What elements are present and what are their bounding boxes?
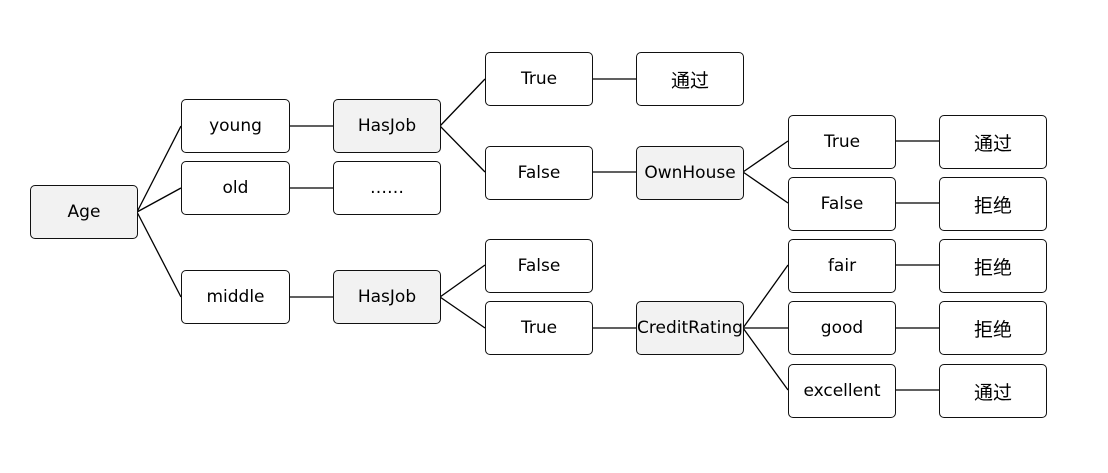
node-false-young-job: False	[485, 146, 593, 200]
edge-hasjob-middle-false	[439, 264, 486, 298]
edge-credit-excellent	[742, 327, 789, 391]
node-old: old	[181, 161, 290, 215]
node-false-house: False	[788, 177, 896, 231]
edge-credit-fair	[742, 264, 789, 329]
node-false-middle-job: False	[485, 239, 593, 293]
edge-hasjob-middle-true	[439, 296, 486, 329]
node-pass-3: 通过	[939, 364, 1047, 418]
node-reject-2: 拒绝	[939, 239, 1047, 293]
node-ownhouse: OwnHouse	[636, 146, 744, 200]
node-age: Age	[30, 185, 138, 239]
node-creditrating: CreditRating	[636, 301, 744, 355]
edge-age-young	[136, 125, 182, 213]
edge-age-old	[136, 187, 182, 213]
node-reject-1: 拒绝	[939, 177, 1047, 231]
node-excellent: excellent	[788, 364, 896, 418]
node-fair: fair	[788, 239, 896, 293]
edge-age-middle	[136, 211, 182, 298]
node-middle: middle	[181, 270, 290, 324]
node-hasjob-middle: HasJob	[333, 270, 441, 324]
node-pass-2: 通过	[939, 115, 1047, 169]
edge-ownhouse-true	[742, 140, 789, 173]
node-ellipsis: ……	[333, 161, 441, 215]
node-true-middle-job: True	[485, 301, 593, 355]
node-good: good	[788, 301, 896, 355]
node-hasjob-young: HasJob	[333, 99, 441, 153]
edge-hasjob-young-true	[439, 78, 486, 127]
node-true-house: True	[788, 115, 896, 169]
edge-hasjob-young-false	[439, 125, 486, 173]
node-young: young	[181, 99, 290, 153]
edge-ownhouse-false	[742, 171, 789, 204]
node-pass-1: 通过	[636, 52, 744, 106]
node-reject-3: 拒绝	[939, 301, 1047, 355]
node-true-young-job: True	[485, 52, 593, 106]
